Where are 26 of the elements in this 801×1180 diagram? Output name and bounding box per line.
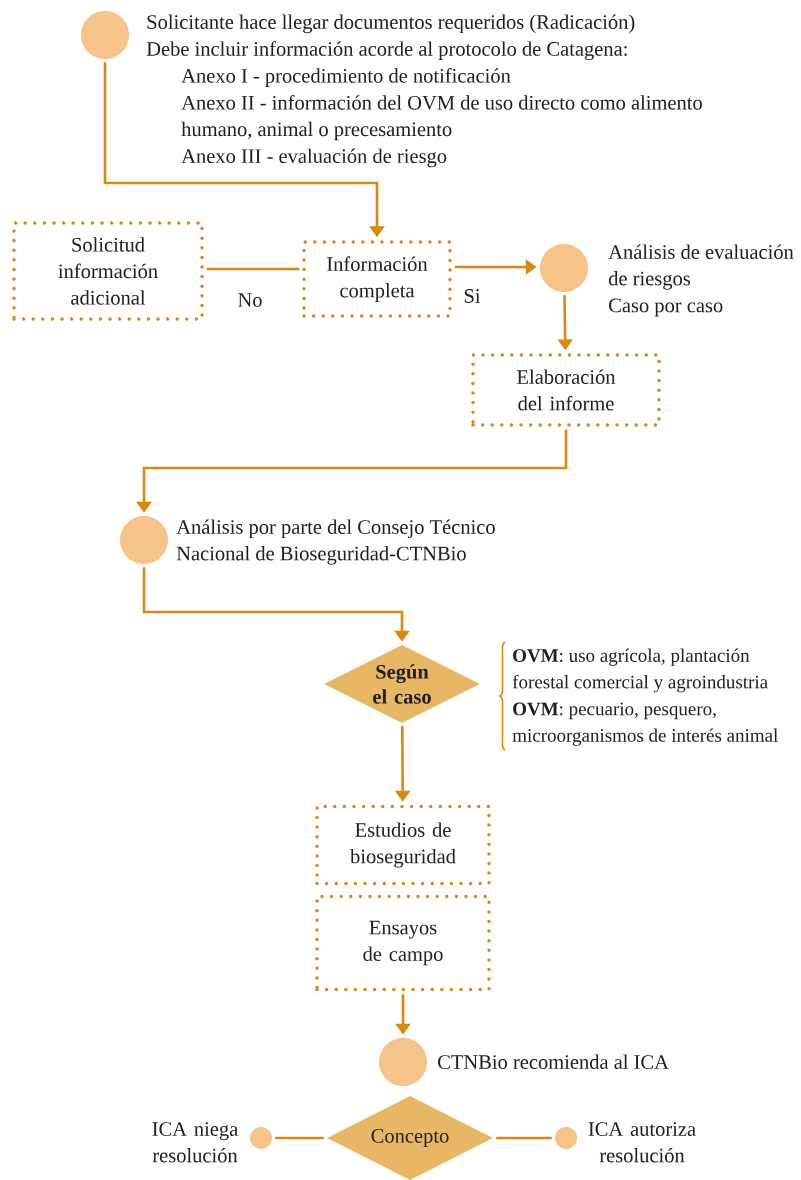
step-description: Debe incluir información acorde al protocolo de Catagena: [146,41,627,61]
edge-label: Si [462,288,482,304]
step-description: OVM: pecuario, pesquero, microorganismos de interés animal [512,702,778,746]
step-description: Anexo III - evaluación de riesgo [181,148,447,168]
process-box: Ensayos de campo [315,894,491,992]
process-box: Estudios de bioseguridad [315,804,491,886]
step-description: ICA niega resolución [152,1122,238,1163]
step-description: Anexo I - procedimiento de notificación [181,68,511,87]
process-box: Información completa [302,240,452,318]
step-description: OVM: uso agrícola, plantación forestal comercial y agroindustria [512,648,768,693]
step-description: Anexo II - información del OVM de uso directo como alimento humano, animal o precesamiento [181,95,702,141]
circle-marker [250,1127,272,1149]
edge-label: No [236,292,264,308]
step-description: CTNBio recomienda al ICA [438,1054,669,1069]
step-description: Caso por caso [609,298,723,317]
circle-marker [555,1127,577,1149]
circle-marker [540,244,588,292]
circle-marker [120,516,168,564]
process-box: Elaboración del informe [471,353,661,427]
step-description: Solicitante hace llegar documentos requeridos (Radicación) [147,14,635,34]
circle-marker [379,1038,427,1086]
circle-marker [81,11,129,59]
step-description: Análisis de evaluación de riesgos [608,244,794,290]
step-description: ICA autoriza resolución [588,1122,696,1163]
step-description: Análisis por parte del Consejo Técnico Nacional de Bioseguridad-CTNBio [176,519,495,565]
process-box: Solicitud información adicional [12,221,204,321]
